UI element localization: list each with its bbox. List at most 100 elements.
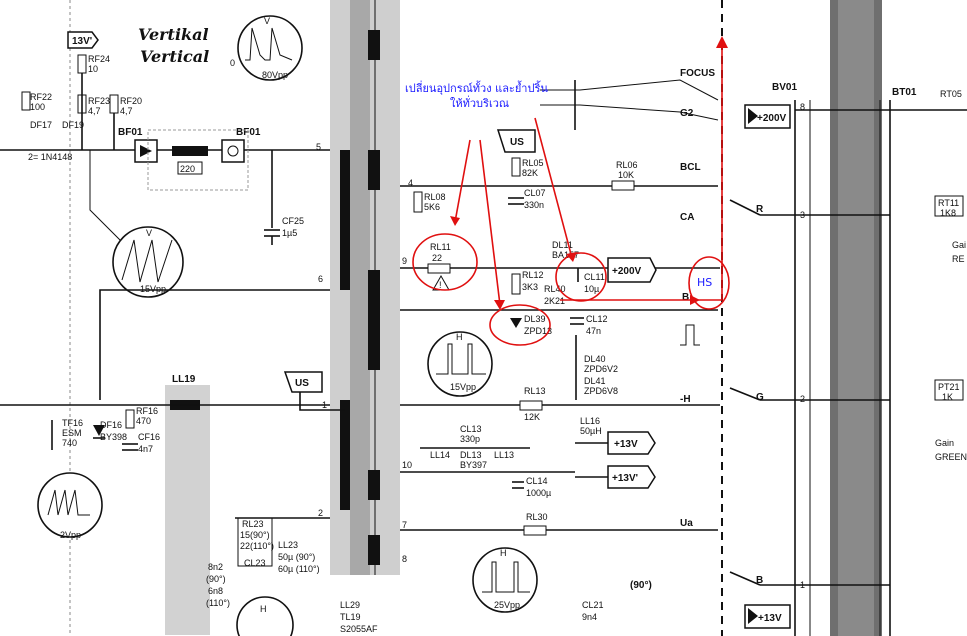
resistor-rl23: RL23 15(90°) 22(110°) CL23 — [237, 517, 274, 568]
svg-text:RL11: RL11 — [430, 242, 451, 252]
capacitor-cl07: CL07 330n — [508, 188, 546, 210]
capacitor-cf16: CF16 4n7 — [122, 432, 160, 454]
diode-dl39: DL39 ZPD13 — [510, 314, 552, 336]
svg-text:LL19: LL19 — [172, 374, 196, 385]
pin-2: 2 — [318, 508, 323, 518]
hs-label: HS — [697, 276, 712, 289]
svg-text:RL05: RL05 — [522, 158, 544, 168]
svg-text:4,7: 4,7 — [120, 106, 133, 116]
svg-text:CL21: CL21 — [582, 600, 604, 610]
connector-us-top: US — [496, 129, 536, 153]
diode-note: 2= 1N4148 — [28, 152, 72, 162]
capacitor-cl11: CL11 10µ — [577, 268, 605, 294]
svg-text:G: G — [756, 392, 764, 403]
svg-text:60µ (110°): 60µ (110°) — [278, 564, 320, 574]
resistor-rl13: RL13 12K — [400, 386, 720, 422]
resistor-rt05: RT05 — [940, 89, 962, 99]
bf01-connector-left: BF01 — [118, 127, 158, 163]
waveform-15vpp-horizontal: 15Vpp H — [427, 331, 493, 397]
ll29-tl19: LL29 TL19 S2055AF — [340, 600, 378, 634]
waveform-25vpp: 25Vpp H — [472, 547, 538, 613]
svg-text:82K: 82K — [522, 168, 538, 178]
svg-text:13V': 13V' — [72, 36, 92, 47]
svg-text:CL07: CL07 — [524, 188, 546, 198]
pot-pt21: PT21 1K — [934, 379, 964, 402]
svg-text:740: 740 — [62, 438, 77, 448]
svg-text:2Vpp: 2Vpp — [60, 530, 81, 540]
svg-text:DL13: DL13 — [460, 450, 482, 460]
svg-text:V: V — [146, 228, 152, 238]
svg-text:BA157: BA157 — [552, 250, 579, 260]
svg-text:25Vpp: 25Vpp — [494, 600, 520, 610]
svg-text:H: H — [456, 332, 463, 342]
transformer-windings — [340, 30, 380, 565]
svg-text:CL14: CL14 — [526, 476, 548, 486]
resistor-rf16: RF16 470 — [125, 406, 158, 429]
switch-b: B — [729, 571, 795, 586]
output-g2: G2 — [680, 108, 694, 119]
svg-text:PT21: PT21 — [938, 382, 960, 392]
svg-text:RL40: RL40 — [544, 284, 566, 294]
diode-df17-label: DF17 — [30, 120, 52, 130]
resistor-rf22: RF22 100 — [21, 91, 52, 112]
transistor-tf16: TF16 ESM 740 — [51, 418, 83, 450]
label-green: GREEN — [935, 452, 967, 462]
pin-6: 6 — [318, 274, 323, 284]
pulse-symbol — [680, 324, 700, 346]
svg-text:B: B — [756, 575, 763, 586]
svg-text:4,7: 4,7 — [88, 106, 101, 116]
label-gain-red: Gai — [952, 240, 966, 250]
svg-text:22(110°): 22(110°) — [240, 541, 274, 551]
diode-df19-label: DF19 — [62, 120, 84, 130]
svg-text:TF16: TF16 — [62, 418, 83, 428]
svg-text:0: 0 — [230, 58, 235, 68]
connector-13v-top: 13V' — [67, 31, 99, 49]
title-vertikal: Vertikal — [138, 25, 209, 44]
svg-text:330n: 330n — [524, 200, 544, 210]
switch-g: G — [729, 387, 795, 403]
svg-text:220: 220 — [180, 164, 195, 174]
svg-text:80Vpp: 80Vpp — [262, 70, 288, 80]
svg-text:ZPD6V2: ZPD6V2 — [584, 364, 618, 374]
svg-text:10K: 10K — [618, 170, 634, 180]
board-bv01: BV01 — [772, 82, 797, 93]
svg-text:330p: 330p — [460, 434, 480, 444]
svg-text:CL12: CL12 — [586, 314, 608, 324]
pin-4: 4 — [408, 178, 413, 188]
svg-text:9n4: 9n4 — [582, 612, 597, 622]
svg-text:RF22: RF22 — [30, 92, 52, 102]
svg-text:470: 470 — [136, 416, 151, 426]
svg-text:6n8: 6n8 — [208, 586, 223, 596]
svg-text:+13V: +13V — [758, 613, 782, 624]
svg-text:10: 10 — [88, 64, 98, 74]
capacitor-cl14: CL14 1000µ — [512, 476, 551, 498]
label-gain-green: Gain — [935, 438, 954, 448]
svg-text:RF24: RF24 — [88, 54, 110, 64]
svg-text:ให้ทั่วบริเวณ: ให้ทั่วบริเวณ — [450, 95, 509, 110]
svg-text:ESM: ESM — [62, 428, 82, 438]
svg-text:12K: 12K — [524, 412, 540, 422]
svg-text:CF25: CF25 — [282, 216, 304, 226]
resistor-rl40: RL40 2K21 — [544, 284, 566, 306]
svg-text:V: V — [264, 16, 270, 26]
diode-dl40: DL40 ZPD6V2 — [584, 354, 618, 374]
svg-text:4n7: 4n7 — [138, 444, 153, 454]
board-bt01: BT01 — [892, 87, 917, 98]
svg-text:2K21: 2K21 — [544, 296, 565, 306]
output-ua: Ua — [680, 518, 693, 529]
resistor-rl30: RL30 — [400, 512, 718, 536]
red-annotation — [412, 36, 730, 346]
output-b: B — [682, 292, 689, 303]
title-vertical: Vertical — [140, 47, 209, 66]
svg-text:(110°): (110°) — [206, 598, 230, 608]
svg-text:RL08: RL08 — [424, 192, 446, 202]
svg-text:TL19: TL19 — [340, 612, 361, 622]
svg-text:1K8: 1K8 — [940, 208, 956, 218]
svg-text:RF16: RF16 — [136, 406, 158, 416]
svg-text:+200V: +200V — [757, 113, 787, 124]
svg-text:DF16: DF16 — [100, 420, 122, 430]
diode-dl41: DL41 ZPD6V8 — [584, 376, 618, 396]
connector-13v-a: +13V — [607, 431, 656, 455]
output-h: -H — [680, 394, 691, 405]
